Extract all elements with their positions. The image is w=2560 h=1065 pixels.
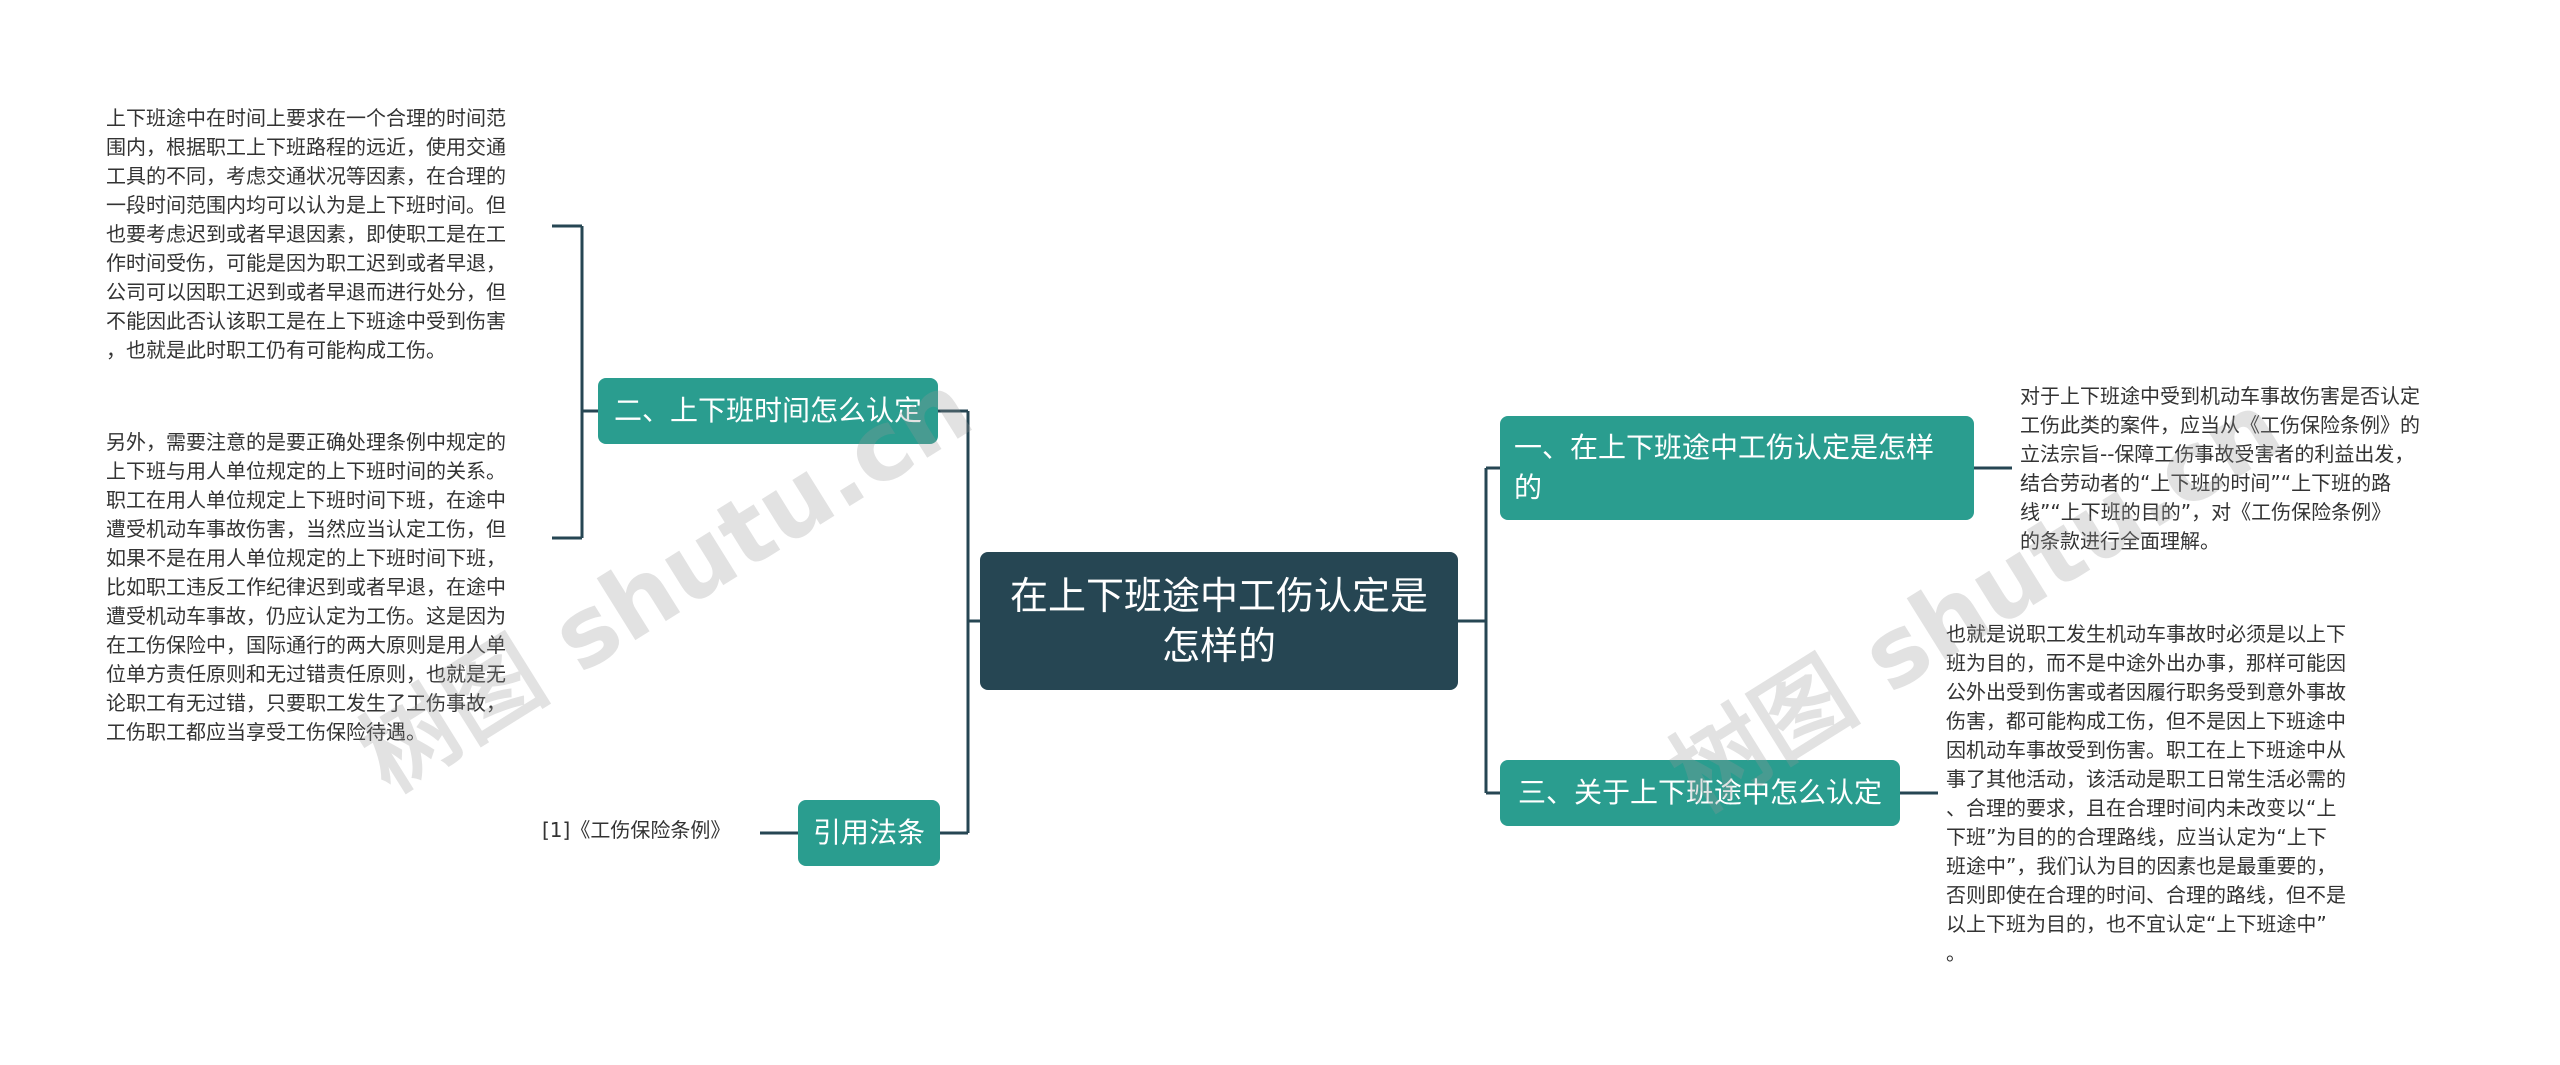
branch-cited-law[interactable]: 引用法条 (798, 800, 940, 866)
leaf-work-time-2: 另外，需要注意的是要正确处理条例中规定的 上下班与用人单位规定的上下班时间的关系… (106, 430, 506, 744)
root-label: 在上下班途中工伤认定是怎样的 (1009, 574, 1428, 668)
leaf-work-time-1: 上下班途中在时间上要求在一个合理的时间范 围内，根据职工上下班路程的远近，使用交… (106, 106, 506, 362)
branch-cited-law-label: 引用法条 (812, 816, 925, 849)
branch-work-time[interactable]: 二、上下班时间怎么认定 (598, 378, 938, 444)
link-root-right (1458, 466, 1500, 795)
leaf-cited-law: [1]《工伤保险条例》 (542, 818, 731, 842)
branch-first[interactable]: 一、在上下班途中工伤认定是怎样的 (1500, 416, 1974, 520)
link-time-leaves (552, 224, 598, 540)
branch-third-label: 三、关于上下班途中怎么认定 (1517, 776, 1882, 809)
link-root-left (938, 409, 980, 835)
leaf-third: 也就是说职工发生机动车事故时必须是以上下 班为目的，而不是中途外出办事，那样可能… (1946, 622, 2346, 965)
root-node[interactable]: 在上下班途中工伤认定是怎样的 (980, 552, 1458, 690)
branch-work-time-label: 二、上下班时间怎么认定 (613, 394, 922, 427)
branch-third[interactable]: 三、关于上下班途中怎么认定 (1500, 760, 1900, 826)
leaf-first: 对于上下班途中受到机动车事故伤害是否认定 工伤此类的案件，应当从《工伤保险条例》… (2020, 384, 2420, 553)
branch-first-label: 一、在上下班途中工伤认定是怎样的 (1514, 431, 1935, 504)
